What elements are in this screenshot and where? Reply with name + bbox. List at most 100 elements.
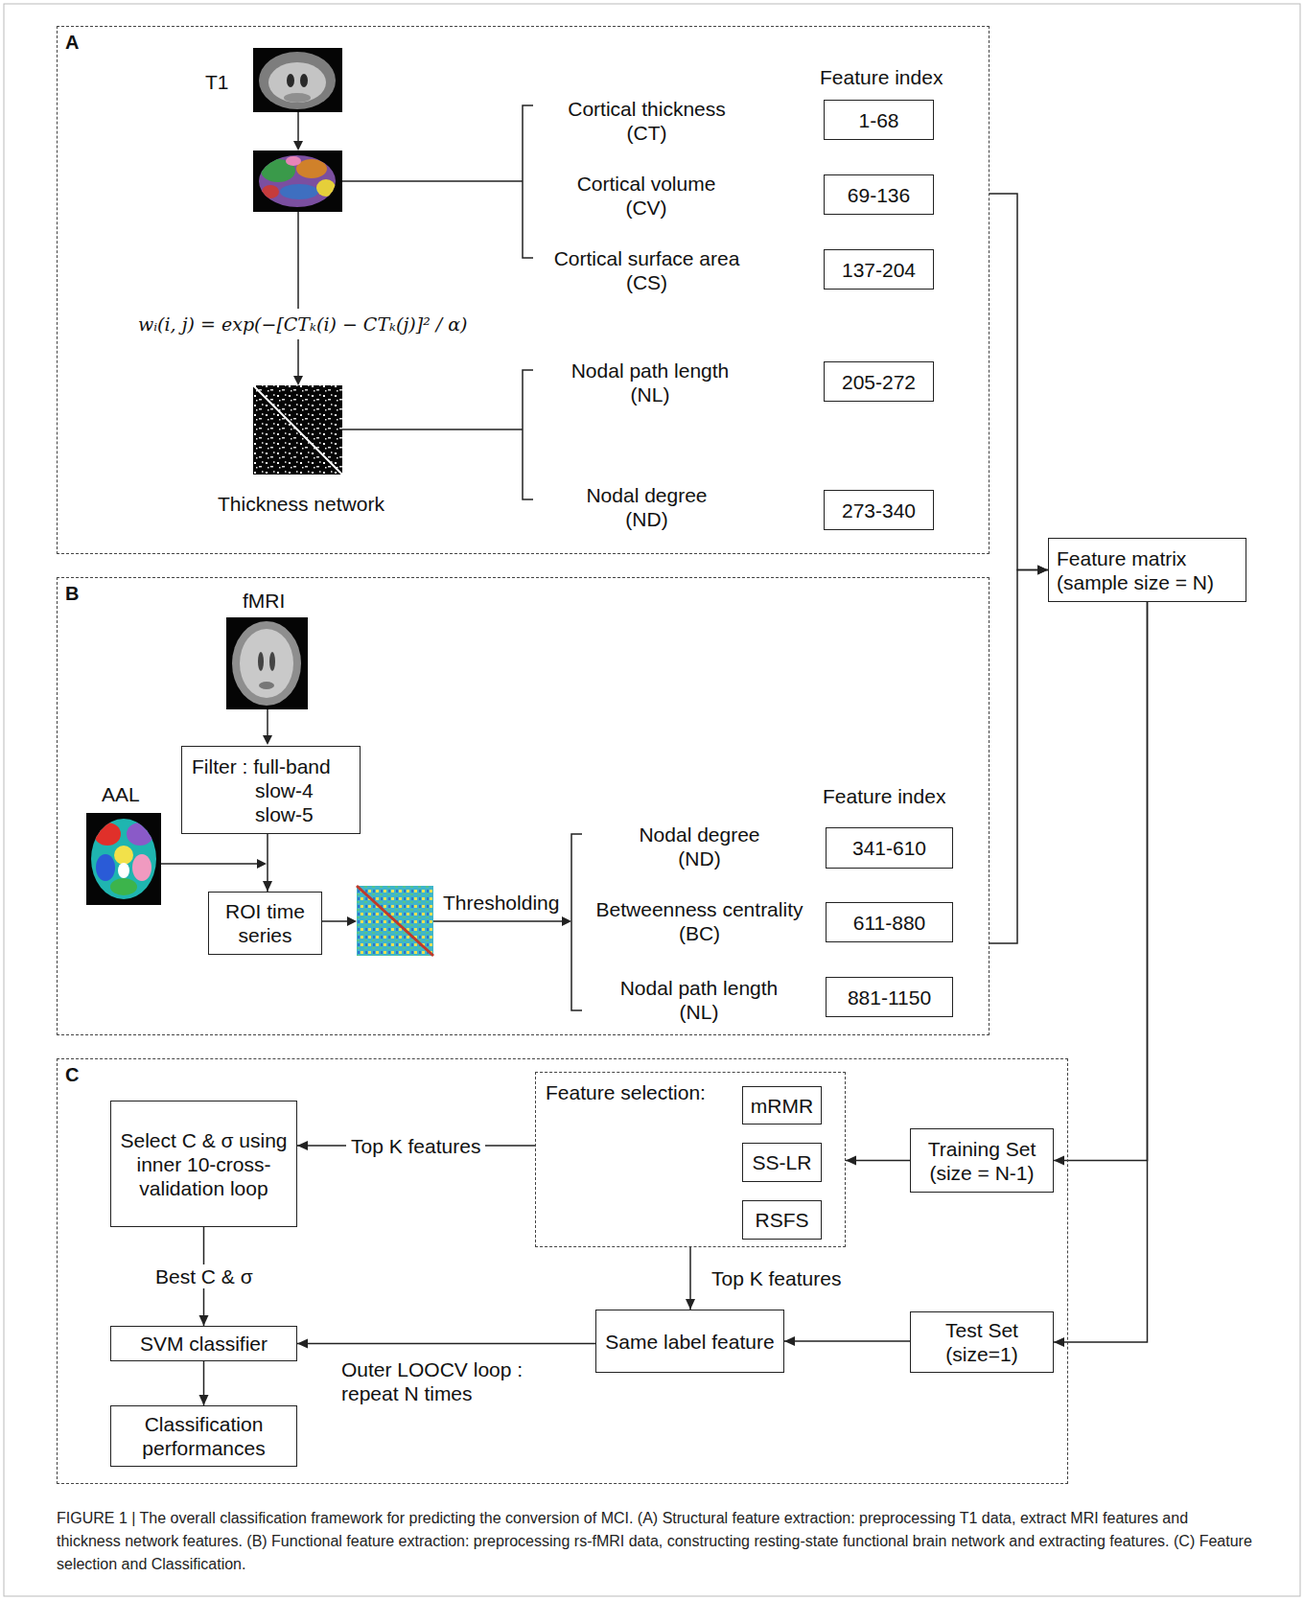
node-text: mRMR	[750, 1094, 814, 1118]
aal-atlas-image	[86, 813, 162, 906]
process-box: Select C & σ using inner 10-cross-valida…	[110, 1100, 298, 1228]
aal-atlas-image	[114, 845, 134, 865]
feature-matrix-box: Feature matrix (sample size = N)	[1047, 537, 1247, 603]
arrowhead	[561, 916, 572, 927]
t1-mri-image	[283, 93, 311, 103]
label-holder: AAL	[101, 782, 140, 807]
filter-box: Filter : full-band slow-4 slow-5	[181, 745, 361, 835]
thickness-network-image	[253, 385, 343, 475]
label-holder: Cortical thickness (CT)	[545, 96, 748, 145]
arrowhead	[1037, 565, 1048, 576]
node-text: Feature matrix (sample size = N)	[1056, 546, 1238, 595]
flow-arrow	[297, 339, 300, 379]
label-holder: Nodal path length (NL)	[598, 976, 800, 1025]
aal-atlas-image	[90, 816, 158, 902]
feature-name: Cortical surface area (CS)	[531, 246, 763, 295]
fmri-image	[269, 652, 276, 672]
formula: wᵢ(i, j) = exp(−[CTₖ(i) − CTₖ(j)]² / α)	[138, 312, 467, 337]
feature-name: Betweenness centrality (BC)	[573, 897, 826, 946]
aal-atlas-image	[95, 854, 116, 882]
label-holder: wᵢ(i, j) = exp(−[CTₖ(i) − CTₖ(j)]² / α)	[138, 312, 467, 337]
label-holder: Nodal degree (ND)	[562, 483, 731, 532]
feature-index-box: 341-610	[825, 827, 954, 869]
dataset-box: Training Set (size = N-1)	[909, 1128, 1054, 1193]
correlation-matrix-image	[356, 885, 434, 956]
flow-arrow	[342, 180, 523, 183]
connector	[199, 1361, 210, 1406]
edge-label-holder: Top K features	[346, 1134, 486, 1159]
figure-frame	[3, 3, 1301, 1597]
feature-name: Nodal path length (NL)	[598, 976, 800, 1025]
panel-letter: B	[65, 582, 981, 606]
arrowhead	[256, 859, 267, 869]
aal-atlas-image	[90, 816, 158, 902]
bracket	[522, 370, 534, 500]
step-label: Thresholding	[442, 890, 559, 915]
arrowhead	[199, 1395, 210, 1406]
edge-label-holder: Outer LOOCV loop : repeat N times	[341, 1357, 553, 1406]
arrowhead	[685, 1299, 696, 1310]
method-box: RSFS	[742, 1200, 822, 1240]
figure-caption: FIGURE 1 | The overall classification fr…	[56, 1507, 1256, 1577]
arrowhead	[297, 1339, 308, 1350]
bracket	[571, 834, 583, 1011]
connector	[685, 1247, 696, 1310]
arrowhead	[347, 916, 357, 927]
edge-label: Best C & σ	[150, 1264, 258, 1289]
flow-arrow	[342, 428, 523, 431]
column-heading: Feature index	[819, 65, 943, 90]
connector-line	[989, 570, 1048, 945]
node-text: Classification performances	[118, 1412, 289, 1461]
feature-index-box: 881-1150	[825, 977, 954, 1018]
thickness-network-image	[253, 385, 343, 475]
fmri-image	[258, 681, 275, 690]
aal-atlas-image	[132, 854, 152, 882]
image-label: AAL	[101, 782, 140, 807]
arrowhead	[293, 375, 303, 386]
feature-index-box: 69-136	[823, 174, 934, 215]
cortex-surface-image	[253, 150, 343, 212]
node-text: ROI time series	[216, 899, 314, 948]
cortex-surface-image	[316, 179, 336, 197]
feature-index-box: 205-272	[823, 361, 934, 402]
label-holder: Thresholding	[442, 890, 559, 915]
node-text: 69-136	[847, 183, 910, 208]
feature-index-box: 1-68	[823, 99, 934, 140]
arrowhead	[293, 140, 303, 151]
method-box: SS-LR	[742, 1142, 822, 1183]
method-box: mRMR	[742, 1086, 822, 1125]
node-text: 881-1150	[847, 985, 932, 1010]
bracket	[522, 105, 583, 1011]
t1-mri-image	[300, 73, 308, 88]
connector	[784, 1336, 910, 1347]
flow-arrow	[297, 211, 300, 309]
image-label: T1	[205, 69, 230, 94]
connector	[845, 1156, 910, 1166]
feature-name: Cortical thickness (CT)	[545, 96, 748, 145]
t1-mri-image	[286, 73, 295, 88]
column-heading: Feature index	[822, 784, 946, 809]
label-holder: Nodal path length (NL)	[549, 358, 751, 407]
node-text: 341-610	[852, 836, 927, 861]
node-text: 137-204	[841, 257, 916, 282]
feature-selection-group: Feature selection:mRMRSS-LRRSFS	[535, 1071, 846, 1248]
arrowhead	[262, 735, 273, 746]
aal-atlas-image	[93, 822, 121, 846]
thickness-network-image	[253, 385, 343, 475]
aal-atlas-image	[117, 862, 130, 879]
arrowhead	[199, 1315, 210, 1327]
feature-name: Nodal path length (NL)	[549, 358, 751, 407]
label-holder: fMRI	[242, 588, 285, 613]
node-text: Select C & σ using inner 10-cross-valida…	[118, 1128, 289, 1201]
aal-atlas-image	[86, 813, 162, 906]
edge-label-holder: Best C & σ	[150, 1264, 258, 1289]
label-holder: Nodal degree (ND)	[615, 822, 784, 871]
correlation-matrix-image	[356, 885, 434, 956]
label-holder: Feature index	[819, 65, 943, 90]
flow-arrow	[297, 112, 300, 144]
connector	[989, 565, 1048, 945]
t1-mri-image	[253, 47, 343, 113]
connector	[989, 193, 1048, 576]
process-box: ROI time series	[208, 891, 323, 955]
